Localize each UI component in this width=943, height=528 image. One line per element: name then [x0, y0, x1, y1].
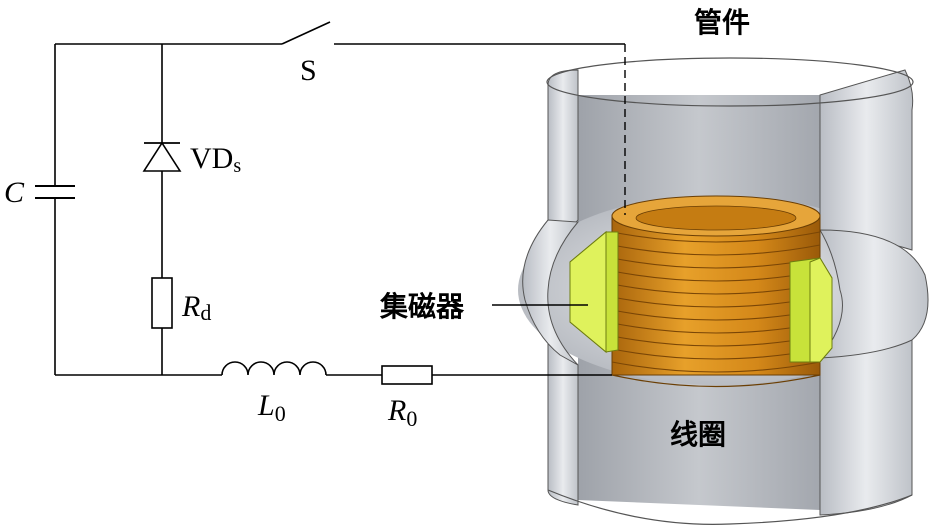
circuit: [35, 21, 626, 385]
tube-label: 管件: [694, 6, 750, 39]
resistor-0-label: R0: [387, 394, 417, 431]
tube-top-rim: [546, 57, 914, 107]
coil-turn: [611, 244, 821, 256]
resistor-r0: [381, 365, 433, 385]
tube-bulge-left: [522, 219, 580, 366]
concentrator-label: 集磁器: [379, 290, 465, 323]
diode-label: VDs: [190, 142, 241, 177]
coil-body: [611, 214, 821, 376]
tube-bulge-right: [818, 229, 929, 359]
inductor-label-sub: 0: [275, 401, 286, 426]
resistor-d: [151, 277, 173, 329]
tube-right-wall: [819, 69, 914, 251]
concentrator-left: [569, 230, 619, 354]
coil-label: 线圈: [670, 418, 726, 451]
coil-top-inner: [635, 205, 797, 231]
diode: [142, 141, 182, 172]
coil-turn: [611, 231, 821, 243]
tube-bottom-rim: [547, 489, 913, 525]
coil-turn: [611, 361, 821, 373]
capacitor-label: C: [4, 176, 25, 209]
resistor-d-label: Rd: [181, 290, 211, 325]
inductor-l0: [221, 361, 327, 376]
concentrator-right: [789, 257, 833, 363]
resistor-0-label-sub: 0: [406, 406, 417, 431]
switch-label: S: [300, 54, 317, 87]
inductor-label: L0: [257, 389, 286, 426]
switch-blade: [281, 21, 331, 45]
resistor-d-label-sub: d: [200, 300, 211, 325]
tube-right-wall-lower: [819, 334, 913, 516]
coil: [611, 195, 821, 388]
diode-label-sub: s: [233, 155, 241, 177]
coil-bottom: [611, 374, 821, 388]
